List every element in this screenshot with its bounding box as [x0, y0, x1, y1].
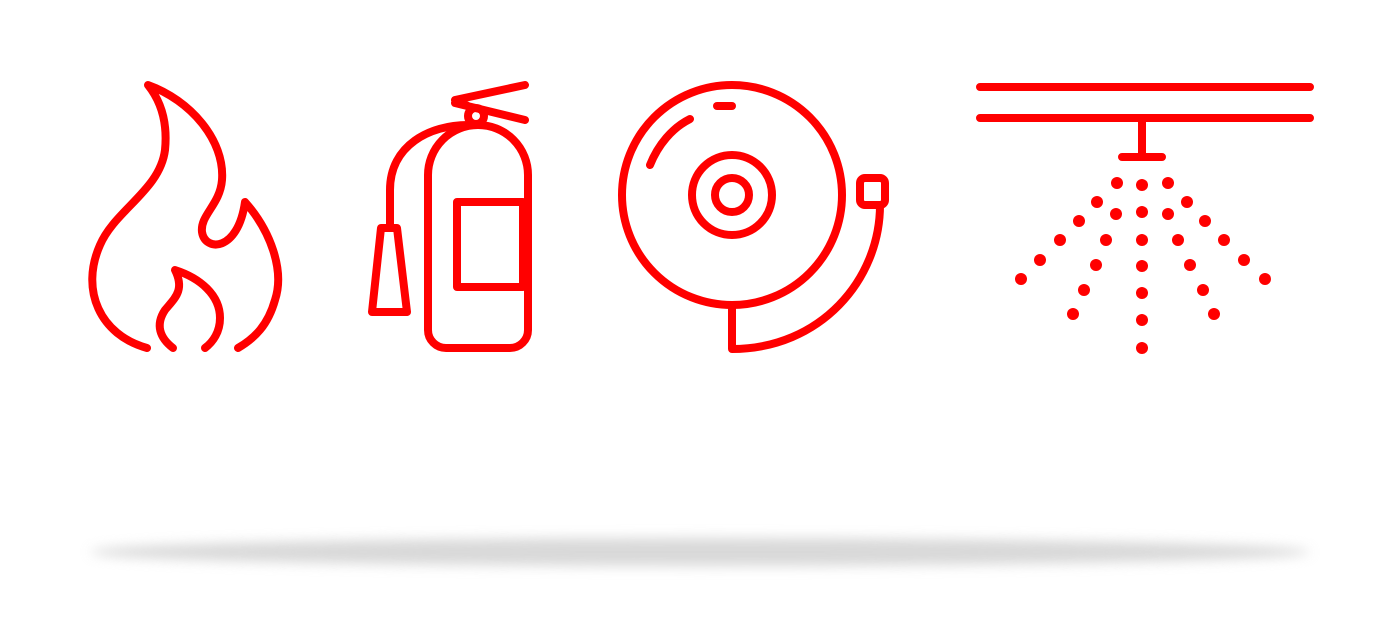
water-drop-icon — [1067, 308, 1079, 320]
water-drop-icon — [1208, 308, 1220, 320]
water-drop-icon — [1136, 342, 1148, 354]
water-drop-icon — [1073, 215, 1085, 227]
water-drop-icon — [1110, 208, 1122, 220]
water-drop-icon — [1034, 254, 1046, 266]
water-drop-icon — [1199, 215, 1211, 227]
water-drop-icon — [1184, 259, 1196, 271]
water-drop-icon — [1091, 196, 1103, 208]
water-drop-icon — [1111, 177, 1123, 189]
water-drop-icon — [1015, 273, 1027, 285]
water-drop-icon — [1136, 260, 1148, 272]
sprinkler-icon — [976, 83, 1314, 354]
fire-icon — [88, 81, 283, 352]
water-drop-icon — [1172, 234, 1184, 246]
water-drop-icon — [1078, 284, 1090, 296]
water-drop-icon — [1136, 179, 1148, 191]
water-drop-icon — [1197, 284, 1209, 296]
water-drop-icon — [1136, 206, 1148, 218]
water-drop-icon — [1090, 259, 1102, 271]
water-drop-icon — [1100, 234, 1112, 246]
water-drop-icon — [1136, 234, 1148, 246]
water-drop-icon — [1181, 196, 1193, 208]
water-drop-icon — [1136, 287, 1148, 299]
fire-extinguisher-icon — [368, 81, 532, 352]
ground-shadow — [90, 538, 1310, 566]
water-drop-icon — [1054, 234, 1066, 246]
water-drop-icon — [1238, 254, 1250, 266]
water-drop-icon — [1162, 177, 1174, 189]
fire-alarm-bell-icon — [618, 81, 889, 353]
water-drop-icon — [1259, 273, 1271, 285]
water-drop-icon — [1218, 234, 1230, 246]
water-drop-icon — [1136, 314, 1148, 326]
water-drop-icon — [1162, 208, 1174, 220]
